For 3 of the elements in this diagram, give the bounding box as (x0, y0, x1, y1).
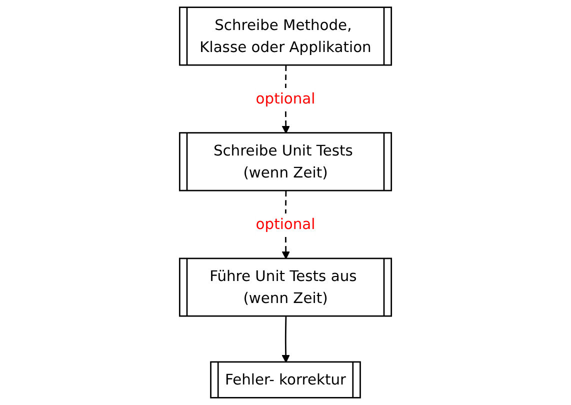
edge-label: optional (256, 215, 316, 233)
arrow (282, 316, 290, 363)
edge-label: optional (256, 90, 316, 108)
